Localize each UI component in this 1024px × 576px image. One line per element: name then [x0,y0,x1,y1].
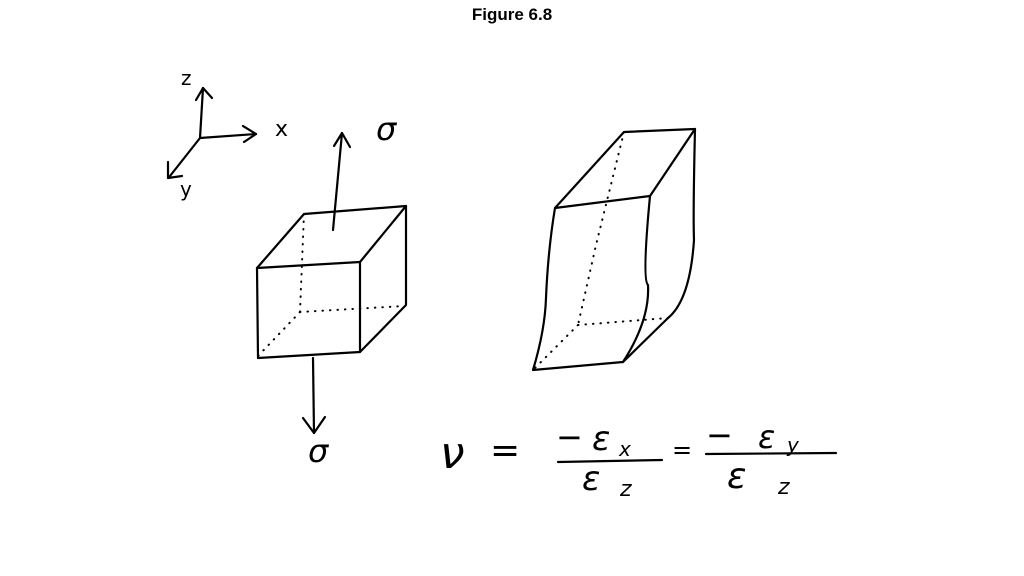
x-axis-label: x [275,117,288,142]
fraction-1-numerator: ε [592,419,610,459]
top-stress-arrow [331,131,344,232]
y-axis-label: y [180,177,192,201]
bottom-stress-label: σ [308,432,330,470]
poisson-ratio-equation: ν = − ε x ε z = − ε y ε z [440,416,838,502]
cube-top-face [255,204,408,270]
top-stress-arrowhead [332,131,352,149]
block-right-face [621,127,697,364]
fraction-2-numerator: ε [758,418,775,456]
equation-equals-1: = [490,430,520,471]
block-front-face [531,194,652,372]
z-axis-line [198,86,205,140]
block-hidden-edges [534,131,669,369]
bottom-stress-arrow [311,356,316,435]
block-top-face [553,127,697,210]
fraction-2-minus: − [706,416,733,454]
y-axis-line [168,136,202,178]
coordinate-axes: z x y [166,66,288,201]
top-stress-label: σ [376,110,398,148]
z-axis-arrowhead [194,86,214,102]
fraction-1-denominator: ε [582,459,600,499]
figure-title: Figure 6.8 [471,5,553,24]
fraction-1-bar [556,458,664,464]
fraction-2-bar [704,451,838,456]
stress-arrows: σ σ [301,110,398,470]
equation-equals-2: = [672,436,692,464]
x-axis-line [198,132,258,140]
cube-hidden-edges [257,213,405,357]
fraction-1-denominator-subscript: z [619,477,632,502]
bottom-stress-arrowhead [301,415,327,435]
undeformed-cube [255,204,408,360]
equation-lhs: ν [440,428,465,479]
y-axis-arrowhead [166,160,184,180]
z-axis-label: z [181,66,192,90]
fraction-2-denominator: ε [727,456,746,497]
cube-right-face [358,204,408,354]
fraction-2-denominator-subscript: z [777,475,790,500]
x-axis-arrowhead [241,124,258,144]
fraction-2-numerator-subscript: y [786,433,800,457]
fraction-1-numerator-subscript: x [618,437,631,461]
deformed-block [531,127,697,372]
fraction-1-minus: − [556,418,583,456]
